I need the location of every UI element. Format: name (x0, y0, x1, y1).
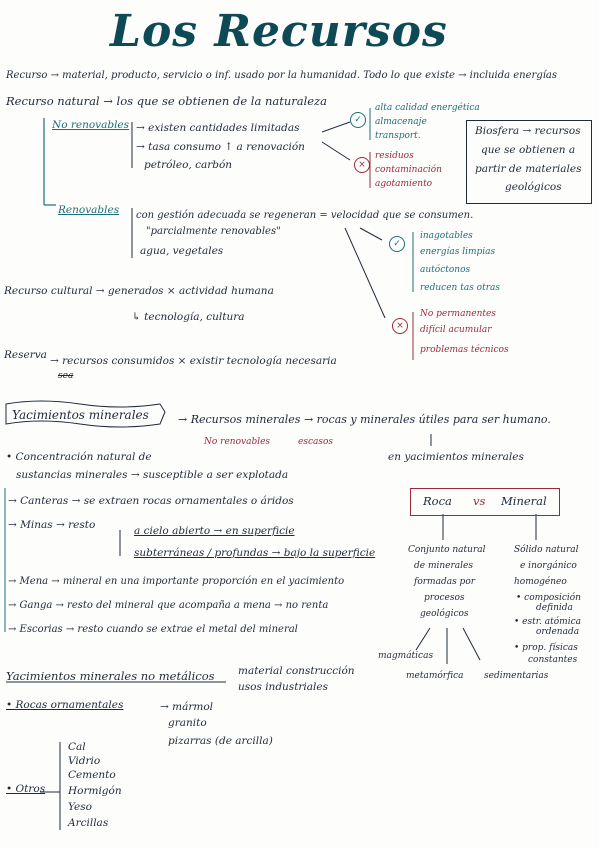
roca-def: formadas por (414, 577, 476, 587)
otros-item: Hormigón (68, 785, 122, 797)
cross-icon: × (392, 318, 408, 334)
otros-label: • Otros (6, 783, 46, 795)
mineral-def: constantes (528, 655, 578, 665)
check-icon: ✓ (389, 236, 405, 252)
canteras-line: → Canteras → se extraen rocas ornamental… (8, 495, 294, 507)
biosfera-line: que se obtienen a (481, 144, 576, 156)
roca-tipo: magmáticas (378, 651, 434, 661)
no-renovables-item: petróleo, carbón (144, 159, 233, 171)
mineral-def: homogéneo (514, 577, 567, 587)
ventaja-item: energías limpias (420, 247, 496, 257)
no-metalicos-item: usos industriales (238, 681, 329, 693)
no-metalicos-item: material construcción (238, 665, 355, 677)
ganga-line: → Ganga → resto del mineral que acompaña… (8, 600, 329, 611)
ornamental-item: pizarras (de arcilla) (168, 735, 273, 747)
tag-no-renovables: No renovables (204, 437, 271, 447)
rocas-ornamentales-label: • Rocas ornamentales (6, 699, 124, 711)
ornamental-item: granito (168, 717, 207, 729)
desventaja-item: No permanentes (420, 309, 496, 319)
mineral-def: Sólido natural (514, 545, 579, 555)
otros-item: Cal (68, 741, 86, 753)
mineral-def: definida (536, 603, 573, 613)
reserva-label: Reserva (4, 349, 47, 361)
biosfera-box: Biosfera → recursos que se obtienen a pa… (466, 120, 592, 204)
recurso-cultural-detail: ↳ tecnología, cultura (132, 311, 245, 323)
recursos-minerales-definition: → Recursos minerales → rocas y minerales… (178, 413, 551, 426)
no-renovables-item: → tasa consumo ↑ a renovación (136, 141, 305, 153)
otros-item: Cemento (68, 769, 116, 781)
mineral-def: ordenada (536, 627, 580, 637)
minas-line: → Minas → resto (8, 519, 96, 531)
roca-def: procesos (424, 593, 465, 603)
roca-def: geológicos (420, 609, 469, 619)
roca-def: de minerales (414, 561, 473, 571)
biosfera-line: geológicos (505, 181, 562, 193)
mena-line: → Mena → mineral en una importante propo… (8, 576, 345, 587)
no-renovables-label: No renovables (52, 119, 130, 131)
renovables-label: Renovables (58, 204, 120, 216)
definition-recurso-natural: Recurso natural → los que se obtienen de… (6, 94, 328, 108)
ventaja-item: autóctonos (420, 265, 471, 275)
roca-tipo: metamórfica (406, 671, 464, 681)
concentracion-line: sustancias minerales → susceptible a ser… (16, 469, 289, 481)
minas-cielo-abierto: a cielo abierto → en superficie (134, 525, 295, 537)
mineral-def: e inorgánico (520, 561, 577, 571)
no-renovables-item: → existen cantidades limitadas (136, 122, 300, 134)
page-title: Los Recursos (110, 6, 448, 57)
minas-subterraneas: subterráneas / profundas → bajo la super… (134, 547, 376, 559)
reserva-strike: sea (58, 371, 74, 381)
desventaja-item: residuos (375, 151, 414, 161)
otros-item: Arcillas (68, 817, 109, 829)
biosfera-line: partir de materiales (475, 163, 582, 175)
biosfera-line: Biosfera → recursos (475, 125, 581, 137)
otros-item: Vidrio (68, 755, 101, 767)
renovables-item: con gestión adecuada se regeneran = velo… (136, 210, 474, 221)
otros-item: Yeso (68, 801, 92, 813)
mineral-label: Mineral (501, 494, 547, 508)
yacimientos-heading: Yacimientos minerales (12, 408, 149, 422)
concentracion-line: • Concentración natural de (6, 451, 152, 463)
recurso-cultural: Recurso cultural → generados × actividad… (4, 285, 274, 297)
ventaja-item: reducen tas otras (420, 283, 500, 293)
ventaja-item: alta calidad energética (375, 103, 480, 113)
desventaja-item: contaminación (375, 165, 442, 175)
roca-vs-mineral-box: Roca vs Mineral (410, 488, 560, 516)
mineral-def: • prop. físicas (514, 643, 578, 653)
roca-label: Roca (423, 494, 452, 508)
ornamental-item: → mármol (160, 701, 214, 713)
escorias-line: → Escorias → resto cuando se extrae el m… (8, 624, 298, 635)
ventaja-item: almacenaje (375, 117, 427, 127)
desventaja-item: agotamiento (375, 179, 433, 189)
roca-tipo: sedimentarias (484, 671, 549, 681)
cross-icon: × (354, 157, 370, 173)
tag-escasos: escasos (298, 437, 334, 447)
check-icon: ✓ (350, 112, 366, 128)
desventaja-item: difícil acumular (420, 325, 492, 335)
renovables-item: "parcialmente renovables" (146, 226, 281, 237)
no-metalicos-heading: Yacimientos minerales no metálicos (6, 669, 215, 683)
roca-def: Conjunto natural (408, 545, 486, 555)
vs-label: vs (473, 494, 486, 508)
mineral-def: • composición (516, 593, 581, 603)
definition-recurso: Recurso → material, producto, servicio o… (6, 70, 558, 81)
renovables-item: agua, vegetales (140, 245, 224, 257)
reserva-text: → recursos consumidos × existir tecnolog… (50, 355, 337, 367)
ventaja-item: inagotables (420, 231, 473, 241)
desventaja-item: problemas técnicos (420, 345, 509, 355)
ventaja-item: transport. (375, 131, 421, 141)
mineral-def: • estr. atómica (514, 617, 581, 627)
en-yacimientos: en yacimientos minerales (388, 451, 524, 463)
